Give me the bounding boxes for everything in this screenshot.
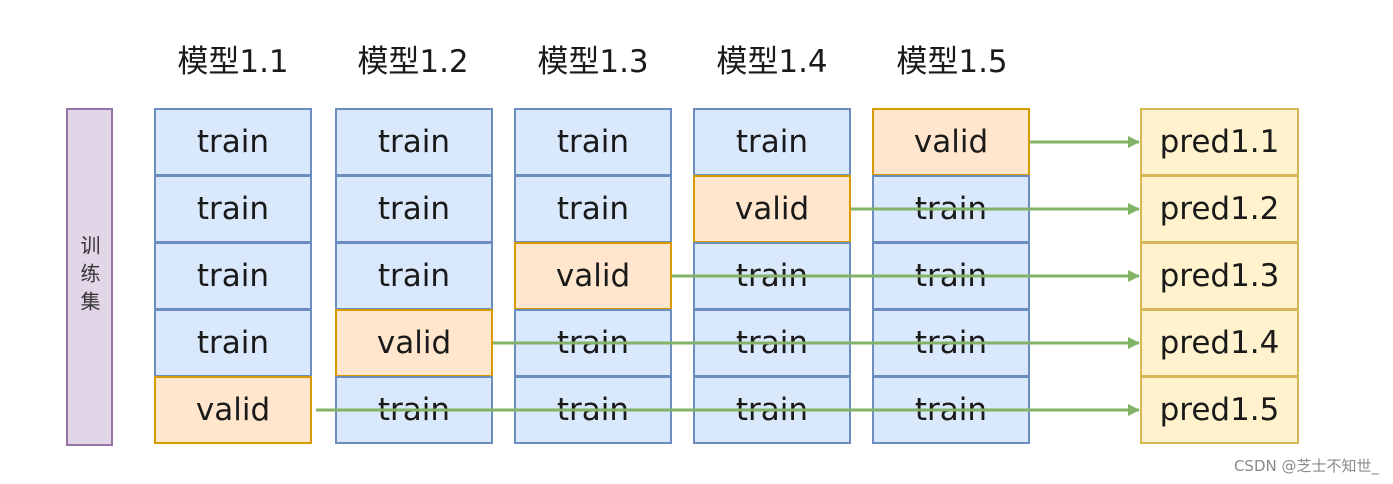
fold-cell: train: [154, 175, 312, 243]
fold-cell: train: [335, 242, 493, 310]
fold-cell: train: [154, 242, 312, 310]
fold-cell: train: [693, 376, 851, 444]
fold-cell: valid: [693, 175, 851, 243]
pred-box-4: pred1.4: [1140, 309, 1299, 377]
fold-cell: train: [335, 376, 493, 444]
model-title-1: 模型1.1: [177, 44, 289, 80]
training-set-bar: 训练集: [66, 108, 113, 446]
watermark: CSDN @芝士不知世_: [1233, 457, 1379, 475]
fold-cell: train: [335, 175, 493, 243]
fold-cell: train: [693, 242, 851, 310]
fold-cell: valid: [335, 309, 493, 377]
pred-box-5: pred1.5: [1140, 376, 1299, 444]
fold-cell: train: [154, 309, 312, 377]
fold-cell: train: [872, 242, 1030, 310]
fold-cell: train: [154, 108, 312, 176]
fold-cell: train: [514, 108, 672, 176]
fold-cell: train: [693, 108, 851, 176]
pred-box-3: pred1.3: [1140, 242, 1299, 310]
model-title-3: 模型1.3: [537, 44, 649, 80]
fold-cell: train: [872, 175, 1030, 243]
model-title-5: 模型1.5: [896, 44, 1008, 80]
fold-cell: train: [514, 175, 672, 243]
training-set-label: 训练集: [77, 235, 101, 319]
fold-cell: train: [514, 376, 672, 444]
model-title-2: 模型1.2: [357, 44, 469, 80]
fold-cell: valid: [154, 376, 312, 444]
fold-cell: train: [872, 376, 1030, 444]
fold-cell: valid: [514, 242, 672, 310]
fold-cell: train: [872, 309, 1030, 377]
pred-box-2: pred1.2: [1140, 175, 1299, 243]
model-title-4: 模型1.4: [716, 44, 828, 80]
fold-cell: train: [514, 309, 672, 377]
fold-cell: valid: [872, 108, 1030, 176]
pred-box-1: pred1.1: [1140, 108, 1299, 176]
fold-cell: train: [693, 309, 851, 377]
fold-cell: train: [335, 108, 493, 176]
